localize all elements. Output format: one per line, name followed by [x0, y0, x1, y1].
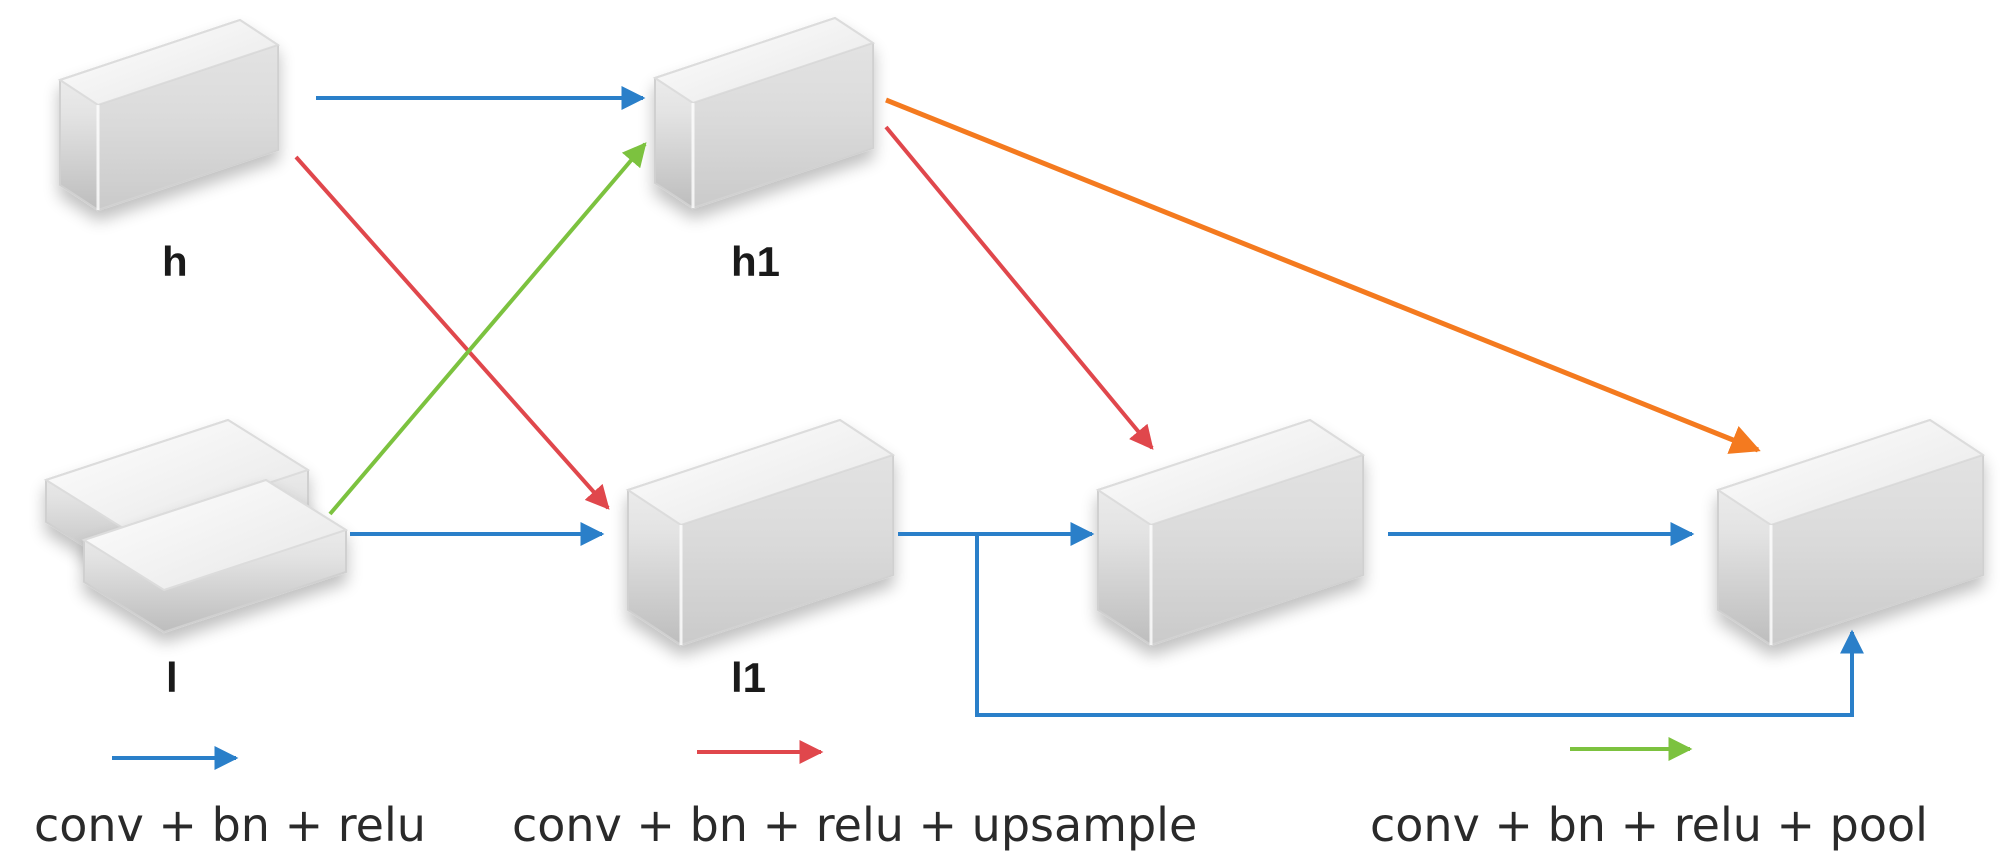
label-h1: h1 — [731, 238, 781, 285]
arrow-h-to-l1 — [294, 155, 610, 510]
box-mid — [1095, 418, 1366, 647]
box-l-front — [81, 478, 349, 634]
box-output — [1715, 418, 1986, 647]
arrow-h1-to-output — [885, 97, 1761, 454]
label-h: h — [162, 238, 188, 285]
box-h1 — [652, 16, 876, 210]
arrow-l-to-h1 — [328, 142, 647, 516]
box-h — [57, 18, 281, 212]
arrow-h1-to-mid — [884, 125, 1154, 450]
box-l1 — [625, 418, 896, 647]
legend-text-conv-bn-relu: conv + bn + relu — [34, 798, 426, 852]
legend-text-upsample: conv + bn + relu + upsample — [512, 798, 1198, 852]
arrow-l1-skip-to-output — [975, 534, 1864, 717]
legend-text-pool: conv + bn + relu + pool — [1370, 798, 1928, 852]
label-l: l — [166, 654, 178, 701]
label-l1: l1 — [731, 654, 767, 701]
